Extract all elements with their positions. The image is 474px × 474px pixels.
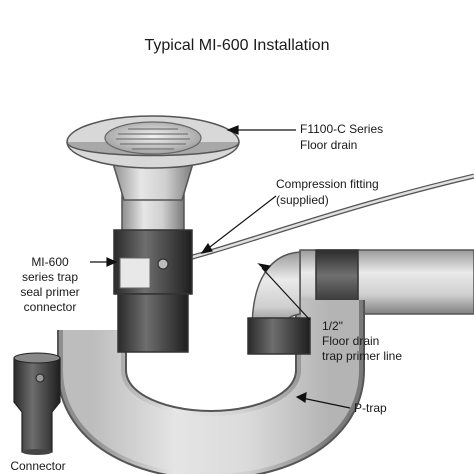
ptrap-label: P-trap (354, 401, 387, 415)
floor-drain (66, 115, 240, 201)
primer-label-line3: trap primer line (322, 349, 402, 363)
p-trap (57, 300, 365, 474)
mi600-label-line4: connector (24, 300, 77, 314)
compression-label-line1: Compression fitting (276, 177, 379, 191)
compression-fitting (157, 258, 169, 270)
mi600-label-line3: seal primer (20, 285, 79, 299)
drain-grate (104, 121, 202, 155)
leader-lines (90, 125, 351, 409)
connector-label: Connector (10, 459, 65, 473)
primer-label-line2: Floor drain (322, 334, 379, 348)
mi600-label-line1: MI-600 (31, 255, 69, 269)
mi600-label-line2: series trap (22, 270, 78, 284)
diagram-title: Typical MI-600 Installation (145, 37, 330, 54)
compression-label-line2: (supplied) (276, 193, 329, 207)
trap-elbow (247, 251, 311, 355)
floor-drain-label-line1: F1100-C Series (300, 122, 383, 136)
connector-detail (13, 352, 61, 455)
primer-tube (165, 174, 474, 266)
grate-slots (116, 128, 190, 150)
lower-coupling (117, 293, 189, 353)
primer-label-line1: 1/2" (322, 319, 343, 333)
vertical-drain-pipe (113, 181, 193, 353)
connector-label-plate (119, 257, 151, 289)
floor-drain-label-line2: Floor drain (300, 138, 357, 152)
